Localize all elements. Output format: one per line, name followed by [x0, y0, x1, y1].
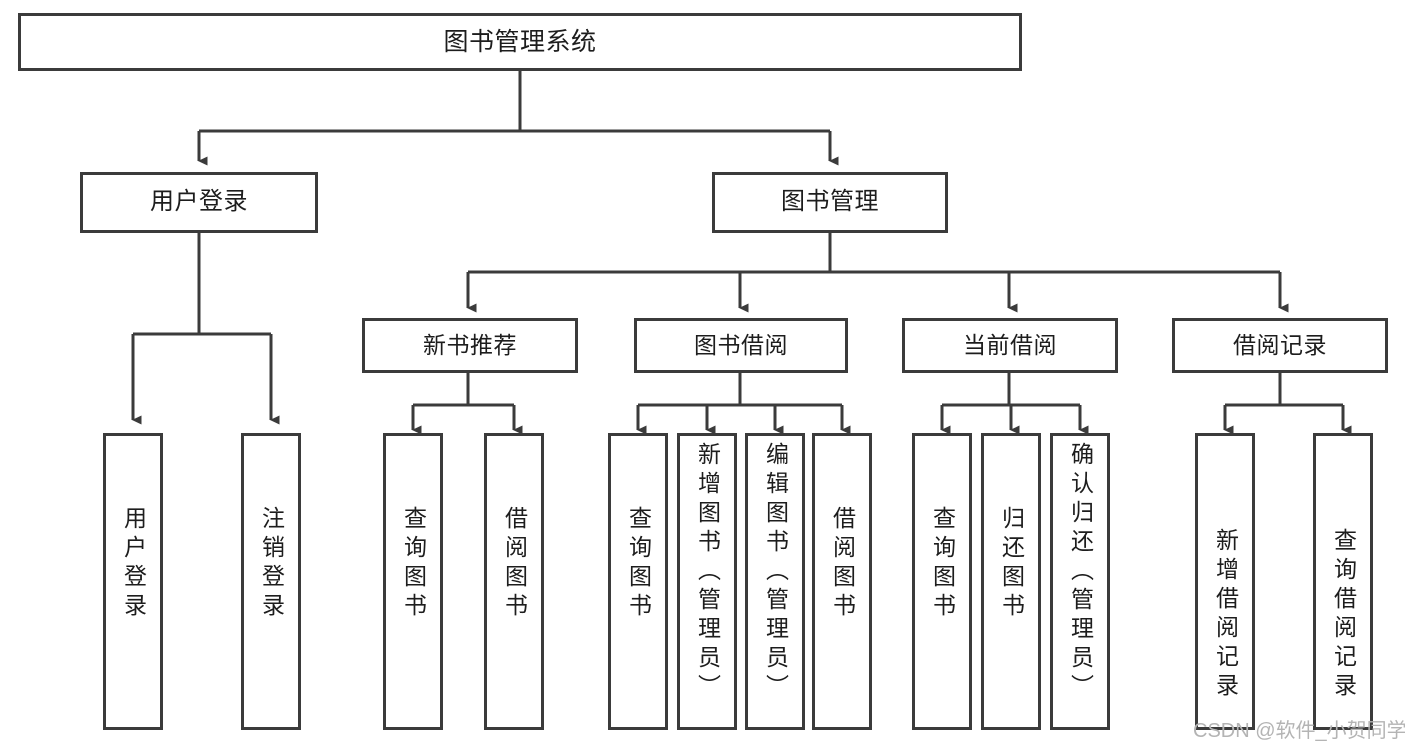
node-leaf-bb-query-label: 查询图书: [625, 506, 652, 622]
node-leaf-bb-borrow[interactable]: 借阅图书: [812, 433, 872, 730]
node-leaf-bb-edit-label: 编辑图书（管理员）: [762, 442, 789, 703]
node-leaf-rec-query-label: 查询图书: [400, 506, 427, 622]
node-user-login[interactable]: 用户登录: [80, 172, 318, 233]
watermark-text: CSDN @软件_小贺同学: [1193, 720, 1405, 742]
node-leaf-bb-borrow-label: 借阅图书: [829, 506, 856, 622]
node-leaf-rec-query[interactable]: 查询图书: [383, 433, 443, 730]
node-current-borrow-label: 当前借阅: [963, 331, 1057, 358]
node-leaf-cb-query[interactable]: 查询图书: [912, 433, 972, 730]
node-leaf-bb-edit[interactable]: 编辑图书（管理员）: [745, 433, 805, 730]
node-leaf-br-query[interactable]: 查询借阅记录: [1313, 433, 1373, 730]
node-new-book-rec-label: 新书推荐: [423, 331, 517, 358]
node-leaf-cb-confirm-label: 确认归还（管理员）: [1067, 442, 1094, 703]
node-leaf-user-login-label: 用户登录: [120, 506, 147, 622]
node-leaf-logout[interactable]: 注销登录: [241, 433, 301, 730]
node-book-manage-label: 图书管理: [781, 188, 879, 216]
node-leaf-br-query-label: 查询借阅记录: [1330, 528, 1357, 702]
node-leaf-bb-query[interactable]: 查询图书: [608, 433, 668, 730]
node-book-borrow-label: 图书借阅: [694, 331, 788, 358]
node-leaf-cb-query-label: 查询图书: [929, 506, 956, 622]
node-leaf-bb-add[interactable]: 新增图书（管理员）: [677, 433, 737, 730]
node-leaf-br-add[interactable]: 新增借阅记录: [1195, 433, 1255, 730]
node-book-borrow[interactable]: 图书借阅: [634, 318, 848, 373]
node-leaf-rec-borrow[interactable]: 借阅图书: [484, 433, 544, 730]
node-leaf-rec-borrow-label: 借阅图书: [501, 506, 528, 622]
node-leaf-bb-add-label: 新增图书（管理员）: [694, 442, 721, 703]
node-book-manage[interactable]: 图书管理: [712, 172, 948, 233]
node-leaf-cb-confirm[interactable]: 确认归还（管理员）: [1050, 433, 1110, 730]
node-borrow-record[interactable]: 借阅记录: [1172, 318, 1388, 373]
node-leaf-cb-return[interactable]: 归还图书: [981, 433, 1041, 730]
node-root-label: 图书管理系统: [443, 28, 597, 56]
node-root[interactable]: 图书管理系统: [18, 13, 1022, 71]
node-leaf-br-add-label: 新增借阅记录: [1212, 528, 1239, 702]
node-new-book-rec[interactable]: 新书推荐: [362, 318, 578, 373]
node-user-login-label: 用户登录: [150, 188, 248, 216]
node-leaf-logout-label: 注销登录: [258, 506, 285, 622]
node-borrow-record-label: 借阅记录: [1233, 331, 1327, 358]
node-current-borrow[interactable]: 当前借阅: [902, 318, 1118, 373]
node-leaf-user-login[interactable]: 用户登录: [103, 433, 163, 730]
node-leaf-cb-return-label: 归还图书: [998, 506, 1025, 622]
